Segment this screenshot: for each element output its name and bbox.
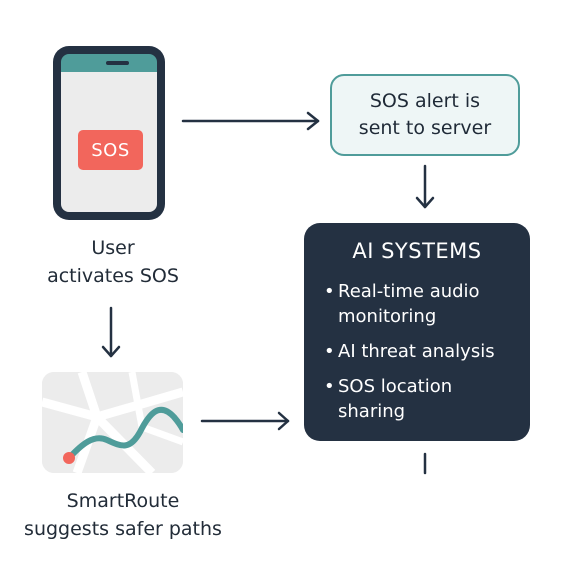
safe-route-line <box>66 406 183 461</box>
route-step-line-2: suggests safer paths <box>24 518 222 540</box>
ai-item-audio-line-1: Real-time audio <box>338 281 480 302</box>
ai-item-threat-line-1: AI threat analysis <box>338 341 495 362</box>
ai-item-location-line-1: SOS location <box>338 376 453 397</box>
sos-alert-box: SOS alert is sent to server <box>330 74 520 156</box>
phone-icon: SOS <box>53 46 165 220</box>
arrowhead-icon <box>277 411 290 431</box>
ai-item-audio: • Real-time audio monitoring <box>324 279 520 329</box>
bullet-icon: • <box>324 341 335 362</box>
alert-line-1: SOS alert is <box>369 90 481 112</box>
ai-item-audio-line-2: monitoring <box>338 306 437 327</box>
user-step-label: User activates SOS <box>18 234 208 290</box>
arrowhead-icon <box>101 345 121 358</box>
ai-systems-title: AI SYSTEMS <box>352 239 482 263</box>
sos-button[interactable]: SOS <box>78 130 143 170</box>
ai-systems-list: • Real-time audio monitoring • AI threat… <box>324 279 520 434</box>
route-step-line-1: SmartRoute <box>66 490 180 512</box>
arrowhead-icon <box>306 111 320 131</box>
route-step-label: SmartRoute suggests safer paths <box>4 487 242 543</box>
ai-item-location: • SOS location sharing <box>324 374 520 424</box>
arrowhead-icon <box>415 196 435 209</box>
bullet-icon: • <box>324 376 335 397</box>
ai-item-threat: • AI threat analysis <box>324 339 520 364</box>
user-step-line-2: activates SOS <box>47 265 179 287</box>
ai-item-location-line-2: sharing <box>338 401 406 422</box>
phone-status-bar <box>61 54 157 72</box>
map-icon <box>42 372 183 473</box>
user-step-line-1: User <box>91 237 135 259</box>
alert-line-2: sent to server <box>358 117 492 139</box>
ai-systems-box: AI SYSTEMS • Real-time audio monitoring … <box>304 223 530 441</box>
map-card <box>42 372 183 473</box>
bullet-icon: • <box>324 281 335 302</box>
phone-speaker <box>106 61 129 65</box>
location-pin-icon <box>63 452 75 464</box>
